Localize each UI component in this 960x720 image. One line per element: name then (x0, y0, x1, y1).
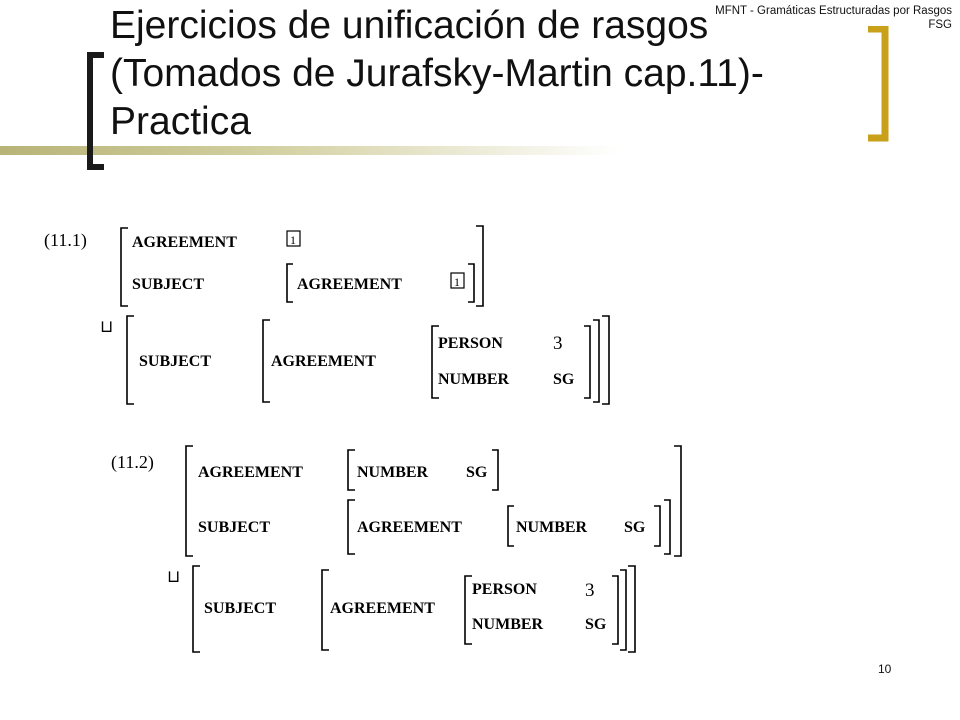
value-number: SG (466, 464, 488, 481)
feature-agreement: AGREEMENT (132, 234, 237, 251)
bracket (464, 575, 472, 645)
header-note: MFNT - Gramáticas Estructuradas por Rasg… (632, 4, 952, 32)
feature-person: PERSON (438, 335, 503, 352)
bracket (347, 499, 355, 555)
right-bracket-decoration (866, 26, 890, 144)
coreference-tag: 1 (454, 275, 460, 289)
unification-operator: ⊔ (167, 567, 180, 586)
bracket (431, 325, 439, 399)
unification-operator: ⊔ (100, 317, 113, 336)
bracket (612, 575, 619, 645)
header-note-line1: MFNT - Gramáticas Estructuradas por Rasg… (715, 5, 952, 17)
bracket (664, 499, 671, 555)
value-person: 3 (553, 333, 563, 354)
feature-agreement: AGREEMENT (198, 464, 303, 481)
example-label-11-1: (11.1) (44, 230, 87, 251)
feature-agreement: AGREEMENT (330, 600, 435, 617)
title-underline-rule (0, 146, 620, 155)
header-note-line2: FSG (928, 19, 952, 31)
bracket (654, 505, 661, 547)
bracket (674, 445, 682, 557)
title-line-1: Ejercicios de unificación de rasgos (110, 4, 709, 47)
value-number-inner: SG (624, 519, 646, 536)
feature-subject: SUBJECT (139, 353, 211, 370)
bracket (347, 449, 355, 491)
feature-number: NUMBER (357, 464, 429, 481)
bracket (507, 505, 514, 547)
bracket (593, 319, 600, 403)
feature-person: PERSON (472, 581, 537, 598)
bracket (476, 225, 484, 307)
value-number: SG (585, 616, 607, 633)
feature-agreement-inner: AGREEMENT (357, 519, 462, 536)
bracket (185, 445, 193, 557)
bracket (321, 569, 329, 651)
feature-subject: SUBJECT (132, 276, 204, 293)
feature-agreement: AGREEMENT (271, 353, 376, 370)
bracket (126, 315, 134, 405)
value-person: 3 (585, 580, 595, 601)
feature-subject: SUBJECT (198, 519, 270, 536)
bracket (492, 449, 499, 491)
example-label-11-2: (11.2) (111, 452, 154, 473)
feature-number: NUMBER (472, 616, 544, 633)
feature-number: NUMBER (438, 371, 510, 388)
title-line-2: (Tomados de Jurafsky-Martin cap.11)- (110, 52, 764, 95)
bracket (628, 565, 636, 653)
bracket (286, 263, 293, 303)
left-bracket-decoration (86, 52, 106, 170)
value-number: SG (553, 371, 575, 388)
tag-box (450, 272, 465, 289)
bracket (192, 565, 200, 653)
bracket (262, 319, 270, 403)
bracket (120, 227, 128, 307)
feature-agreement-inner: AGREEMENT (297, 276, 402, 293)
bracket (584, 325, 591, 399)
title-line-3: Practica (110, 100, 251, 143)
bracket (620, 569, 627, 651)
slide-title: Ejercicios de unificación de rasgos (Tom… (110, 2, 850, 146)
coreference-tag: 1 (290, 233, 296, 247)
feature-subject: SUBJECT (204, 600, 276, 617)
bracket (602, 315, 610, 405)
slide-number: 10 (878, 662, 892, 676)
feature-number-inner: NUMBER (516, 519, 588, 536)
bracket (468, 263, 475, 303)
tag-box (286, 230, 301, 247)
